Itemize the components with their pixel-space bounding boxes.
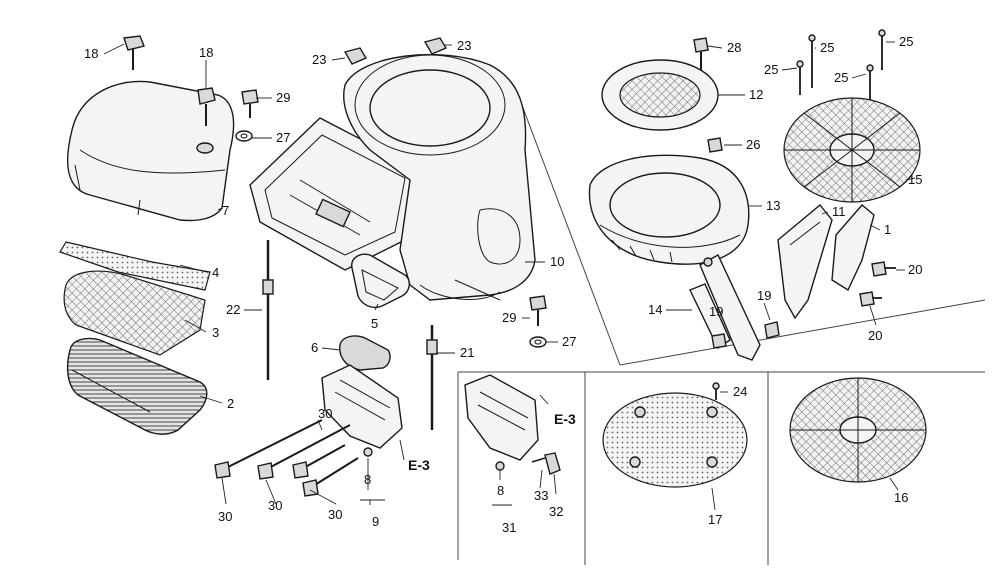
callout-33: 33 [534,488,548,503]
nut-23b [423,37,448,55]
callout-20a: 20 [908,262,922,277]
callout-29a: 29 [276,90,290,105]
callout-25a: 25 [820,40,834,55]
air-filter-element-3 [63,270,206,356]
callout-15: 15 [908,172,922,187]
screw-24 [712,382,720,400]
callout-4: 4 [212,265,219,280]
callout-labels: 18 18 7 4 3 2 23 23 29 27 22 5 10 29 27 … [84,34,922,535]
duct-1 [831,204,875,292]
duct-11 [777,204,833,320]
gasket-5 [351,253,410,309]
callout-18a: 18 [84,46,98,61]
callout-31: 31 [502,520,516,535]
air-cleaner-cover [66,80,235,222]
screen-grid-16 [789,377,927,483]
callout-26: 26 [746,137,760,152]
fan-shroud-10 [343,53,536,301]
callout-17: 17 [708,512,722,527]
callout-30a: 30 [218,509,232,524]
callout-20b: 20 [868,328,882,343]
air-filter-element-4 [59,241,211,291]
screw-18b [197,87,216,126]
callout-27a: 27 [276,130,290,145]
bolt-19b [764,321,780,339]
callout-30d: 30 [318,406,332,421]
callout-1: 1 [884,222,891,237]
callout-21: 21 [460,345,474,360]
leader-lines [103,41,916,511]
callout-6: 6 [311,340,318,355]
callout-23a: 23 [312,52,326,67]
screw-18a [123,35,145,70]
cover-plate-17 [602,392,748,488]
reference-e3-inset: E-3 [554,411,576,427]
section-dividers [457,99,986,565]
recoil-cover-13 [588,154,750,265]
callout-32: 32 [549,504,563,519]
callout-10: 10 [550,254,564,269]
callout-30b: 30 [268,498,282,513]
bolt-28 [693,37,709,70]
insulator-assembly-9 [321,364,403,457]
stud-bolt-21 [426,325,438,430]
callout-8a: 8 [364,472,371,487]
screen-grid-12 [601,59,719,131]
callout-18b: 18 [199,45,213,60]
callout-27b: 27 [562,334,576,349]
callout-29b: 29 [502,310,516,325]
callout-8b: 8 [497,483,504,498]
callout-19a: 19 [709,304,723,319]
callout-5: 5 [371,316,378,331]
callout-28: 28 [727,40,741,55]
callout-13: 13 [766,198,780,213]
callout-12: 12 [749,87,763,102]
gasket-6 [339,335,391,371]
insulator-assembly-31 [464,374,561,475]
washer-27b [529,336,547,348]
callout-25b: 25 [899,34,913,49]
callout-11: 11 [832,204,846,219]
callout-7: 7 [222,203,229,218]
callout-24: 24 [733,384,747,399]
long-bolts-30 [214,419,359,497]
callout-14: 14 [648,302,662,317]
callout-25c: 25 [764,62,778,77]
callout-30c: 30 [328,507,342,522]
nut-26 [707,137,723,153]
callout-3: 3 [212,325,219,340]
air-cleaner-base-2 [66,337,208,435]
screen-grid-15 [783,97,921,203]
callout-16: 16 [894,490,908,505]
washer-27a [235,130,253,142]
bolt-29b [529,295,547,326]
callout-22: 22 [226,302,240,317]
nut-23a [343,47,368,65]
screws-25 [796,29,886,100]
bracket-14 [689,254,761,361]
stud-bolt-22 [262,240,274,380]
bolt-29a [241,89,259,118]
callout-25d: 25 [834,70,848,85]
callout-2: 2 [227,396,234,411]
callout-23b: 23 [457,38,471,53]
bolts-20 [859,261,896,307]
callout-19b: 19 [757,288,771,303]
reference-e3-main: E-3 [408,457,430,473]
bolt-19a [711,333,727,349]
callout-9: 9 [372,514,379,529]
